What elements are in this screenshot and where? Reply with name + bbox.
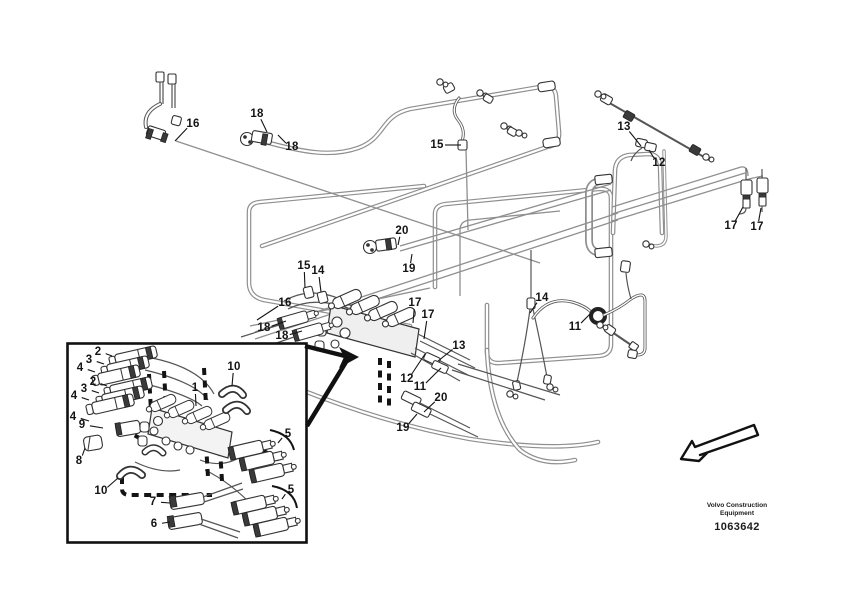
elbow-10-bottom (116, 444, 167, 480)
title-block: Volvo Construction Equipment 1063642 (687, 502, 787, 533)
callout-label-18: 18 (250, 108, 264, 120)
brand-name-line2: Equipment (719, 510, 755, 517)
callout-label-11: 11 (568, 321, 582, 333)
callout-label-2: 2 (94, 346, 102, 358)
hose-19-20-connector (362, 237, 398, 255)
fittings-17-pair (738, 168, 769, 215)
callout-label-4: 4 (76, 362, 84, 374)
callout-leader-lines (80, 119, 762, 524)
callout-label-17: 17 (724, 220, 738, 232)
plug-8 (83, 434, 103, 452)
callout-label-12: 12 (652, 157, 666, 169)
hose-group-5-upper (227, 429, 299, 509)
callout-label-3: 3 (80, 383, 88, 395)
callout-label-19: 19 (396, 422, 410, 434)
callout-label-12: 12 (400, 373, 414, 385)
callout-label-20: 20 (395, 225, 409, 237)
callout-label-13: 13 (617, 121, 631, 133)
callout-label-11: 11 (413, 381, 427, 393)
callout-label-7: 7 (149, 496, 157, 508)
callout-label-4: 4 (70, 390, 78, 402)
callout-label-10: 10 (227, 361, 241, 373)
callout-label-17: 17 (750, 221, 764, 233)
fitting-9 (114, 419, 142, 438)
elbow-10-top (218, 384, 251, 415)
callout-label-3: 3 (85, 354, 93, 366)
callout-label-5: 5 (284, 428, 292, 440)
connector-7 (168, 482, 244, 510)
frame-tubes (249, 80, 668, 462)
callout-label-17: 17 (408, 297, 422, 309)
direction-arrow-icon (679, 423, 760, 463)
callout-label-5: 5 (287, 484, 295, 496)
callout-label-20: 20 (434, 392, 448, 404)
callout-label-14: 14 (535, 292, 549, 304)
callout-label-18: 18 (257, 322, 271, 334)
callout-label-15: 15 (430, 139, 444, 151)
callout-label-13: 13 (452, 340, 466, 352)
callout-label-17: 17 (421, 309, 435, 321)
bolt-13-12-assembly (594, 90, 715, 250)
drawing-number: 1063642 (714, 521, 760, 533)
inset-pointer (304, 343, 359, 428)
callout-label-19: 19 (402, 263, 416, 275)
callout-label-14: 14 (311, 265, 325, 277)
callout-label-15: 15 (297, 260, 311, 272)
routing-dashes (378, 358, 391, 409)
hose-15-assembly (436, 78, 528, 151)
callout-label-18: 18 (275, 330, 289, 342)
callout-label-9: 9 (78, 419, 86, 431)
callout-label-10: 10 (94, 485, 108, 497)
callout-label-18: 18 (285, 141, 299, 153)
hose-11-assembly (531, 260, 647, 360)
callout-label-1: 1 (191, 382, 199, 394)
connector-6 (166, 512, 241, 539)
callout-label-6: 6 (150, 518, 158, 530)
inset-box (66, 342, 308, 544)
hose-18-connector (239, 130, 273, 147)
hose-16-assembly (143, 71, 182, 144)
manifold-block-1 (137, 392, 233, 459)
hose-19-20-lower (400, 390, 479, 438)
callout-label-16: 16 (278, 297, 292, 309)
brand-name-line1: Volvo Construction (706, 502, 768, 509)
callout-label-2: 2 (89, 376, 97, 388)
valve-block (240, 285, 561, 401)
callout-label-8: 8 (75, 455, 83, 467)
callout-label-16: 16 (186, 118, 200, 130)
callout-label-4: 4 (69, 411, 77, 423)
